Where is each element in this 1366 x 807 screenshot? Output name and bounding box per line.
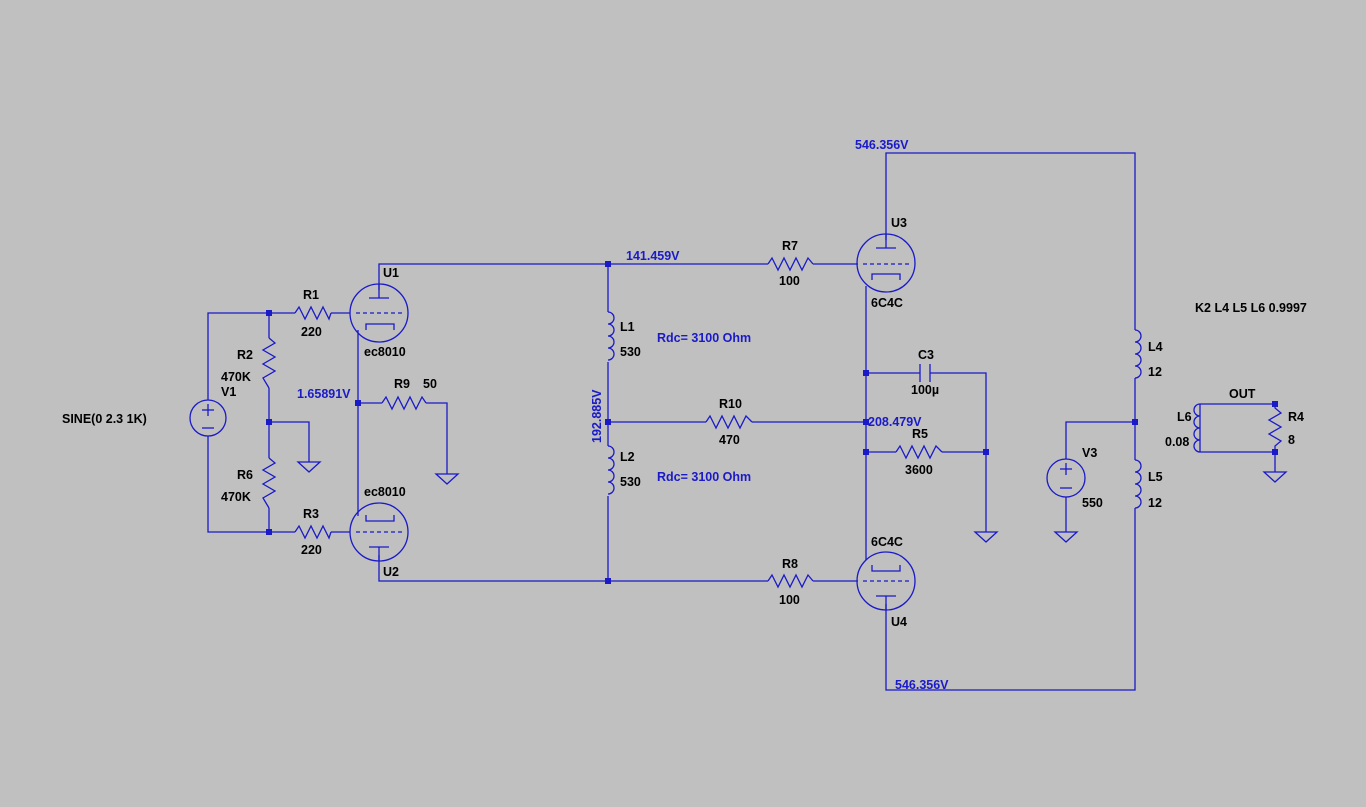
l4-value: 12 <box>1148 365 1162 379</box>
l5-value: 12 <box>1148 496 1162 510</box>
tube-u1[interactable] <box>349 283 409 343</box>
l6-name: L6 <box>1177 410 1192 424</box>
v3-source-symbol[interactable] <box>1046 458 1086 498</box>
rdc-annotation-l2: Rdc= 3100 Ohm <box>657 470 751 484</box>
tube-u2[interactable] <box>349 502 409 562</box>
u2-name: U2 <box>383 565 399 579</box>
u2-value: ec8010 <box>364 485 406 499</box>
c3-value: 100µ <box>911 383 939 397</box>
r1-value: 220 <box>301 325 322 339</box>
coupling-directive: K2 L4 L5 L6 0.9997 <box>1195 301 1307 315</box>
r7-name: R7 <box>782 239 798 253</box>
r4-value: 8 <box>1288 433 1295 447</box>
capacitor-c3[interactable] <box>919 364 931 382</box>
tube-u3[interactable] <box>856 233 916 293</box>
v1-name: V1 <box>221 385 236 399</box>
resistor-r9[interactable] <box>381 395 427 411</box>
resistor-r8[interactable] <box>767 573 814 589</box>
inductor-l2[interactable] <box>607 445 615 495</box>
resistor-r1[interactable] <box>294 305 332 321</box>
u4-name: U4 <box>891 615 907 629</box>
inductor-l4[interactable] <box>1134 329 1142 383</box>
rdc-annotation-l1: Rdc= 3100 Ohm <box>657 331 751 345</box>
out-label: OUT <box>1229 387 1256 401</box>
r10-value: 470 <box>719 433 740 447</box>
u1-value: ec8010 <box>364 345 406 359</box>
resistor-r10[interactable] <box>705 414 753 430</box>
u3-name: U3 <box>891 216 907 230</box>
net-label-bottom-supply: 546.356V <box>895 678 949 692</box>
l2-value: 530 <box>620 475 641 489</box>
r10-name: R10 <box>719 397 742 411</box>
v1-value: SINE(0 2.3 1K) <box>62 412 147 426</box>
u1-name: U1 <box>383 266 399 280</box>
r7-value: 100 <box>779 274 800 288</box>
r6-value: 470K <box>221 490 251 504</box>
ground-symbols <box>296 461 1288 543</box>
l1-value: 530 <box>620 345 641 359</box>
r4-name: R4 <box>1288 410 1304 424</box>
resistor-r3[interactable] <box>294 524 332 540</box>
r2-value: 470K <box>221 370 251 384</box>
inductor-l6[interactable] <box>1193 403 1201 453</box>
r8-name: R8 <box>782 557 798 571</box>
resistor-r6[interactable] <box>261 457 277 509</box>
tube-u4[interactable] <box>856 551 916 611</box>
v3-value: 550 <box>1082 496 1103 510</box>
wires <box>207 152 1276 691</box>
r8-value: 100 <box>779 593 800 607</box>
resistor-r7[interactable] <box>767 256 814 272</box>
r6-name: R6 <box>237 468 253 482</box>
r2-name: R2 <box>237 348 253 362</box>
r3-value: 220 <box>301 543 322 557</box>
u4-value: 6C4C <box>871 535 903 549</box>
l2-name: L2 <box>620 450 635 464</box>
resistor-r4[interactable] <box>1267 404 1283 452</box>
l4-name: L4 <box>1148 340 1163 354</box>
u3-value: 6C4C <box>871 296 903 310</box>
net-label-cathode: 1.65891V <box>297 387 351 401</box>
inductor-l5[interactable] <box>1134 459 1142 512</box>
net-label-r10-node: 208.479V <box>868 415 922 429</box>
net-label-top-supply: 546.356V <box>855 138 909 152</box>
resistor-r5[interactable] <box>895 444 943 460</box>
net-label-choke-mid: 192.885V <box>590 389 604 443</box>
r5-value: 3600 <box>905 463 933 477</box>
l5-name: L5 <box>1148 470 1163 484</box>
inductor-l1[interactable] <box>607 311 615 361</box>
resistor-r2[interactable] <box>261 337 277 389</box>
r9-name: R9 <box>394 377 410 391</box>
l6-value: 0.08 <box>1165 435 1189 449</box>
r5-name: R5 <box>912 427 928 441</box>
net-label-u1-plate: 141.459V <box>626 249 680 263</box>
c3-name: C3 <box>918 348 934 362</box>
v3-name: V3 <box>1082 446 1097 460</box>
r1-name: R1 <box>303 288 319 302</box>
r9-value: 50 <box>423 377 437 391</box>
l1-name: L1 <box>620 320 635 334</box>
r3-name: R3 <box>303 507 319 521</box>
v1-source-symbol[interactable] <box>189 399 227 437</box>
